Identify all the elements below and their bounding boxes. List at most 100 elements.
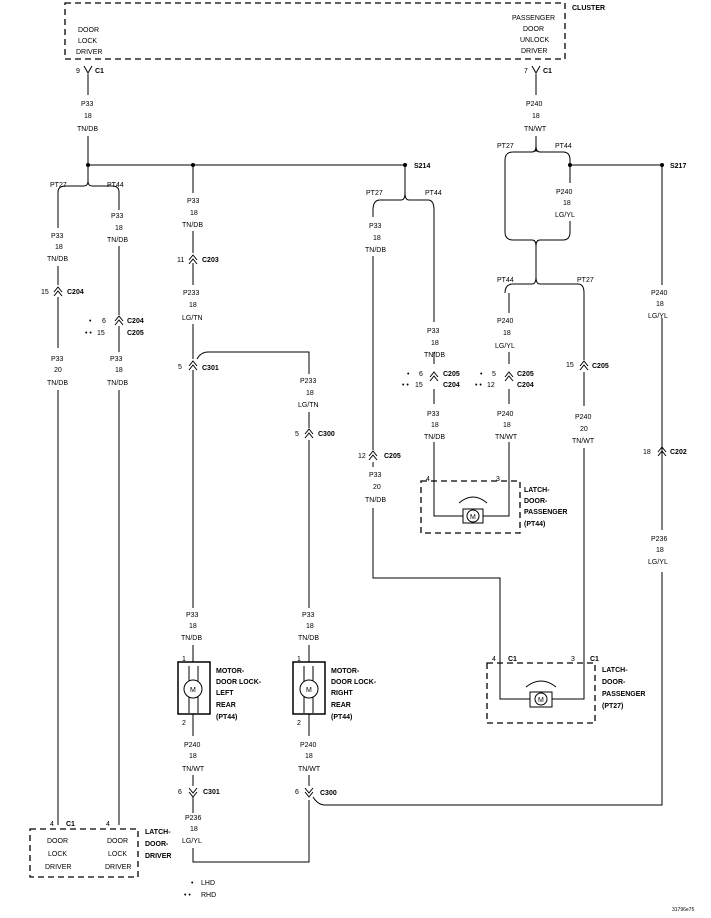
pin-label: 4	[106, 821, 110, 828]
connector-label: C1	[95, 68, 104, 75]
lhd-marker: •	[407, 371, 410, 378]
wire-color: TN/DB	[47, 256, 68, 263]
cluster-passenger-text: PASSENGER	[512, 15, 555, 22]
pin-label: 12	[358, 453, 366, 460]
variant-label: PT27	[497, 143, 514, 150]
connector-label: C1	[66, 821, 75, 828]
variant-label: PT27	[366, 190, 383, 197]
motor-door-lock-left-rear: M 1 2 MOTOR- DOOR LOCK- LEFT REAR (PT44)	[177, 656, 262, 727]
variant-label: PT44	[497, 277, 514, 284]
wire-color: TN/DB	[107, 380, 128, 387]
wire-gauge: 18	[189, 753, 197, 760]
cluster-driver-text: DRIVER	[76, 49, 102, 56]
variant-label: PT44	[555, 143, 572, 150]
connector-symbol	[504, 371, 514, 382]
rhd-marker: • •	[475, 382, 482, 389]
wire-code: P240	[575, 414, 591, 421]
pin-label: 6	[419, 371, 423, 378]
wire-p233-crossover	[196, 351, 310, 374]
wire-gauge: 20	[373, 484, 381, 491]
latch-text: DOOR	[107, 838, 128, 845]
pin-label: 7	[524, 68, 528, 75]
pin-label: 4	[50, 821, 54, 828]
connector-label: C204	[127, 318, 144, 325]
connector-label: C301	[203, 789, 220, 796]
motor-name-text: REAR	[216, 702, 236, 709]
motor-name-text: (PT44)	[216, 714, 237, 721]
wire-color: TN/DB	[365, 247, 386, 254]
wire-code: P236	[651, 536, 667, 543]
motor-name-text: LEFT	[216, 690, 234, 697]
cluster-label: CLUSTER	[572, 5, 605, 12]
pin-label: 1	[297, 656, 301, 663]
wire-label-p240-cluster: P240 18 TN/WT	[524, 101, 547, 133]
wire-p236-return	[312, 318, 663, 806]
wire-code: P33	[186, 612, 199, 619]
splice-label-s214: S214	[414, 163, 430, 170]
motor-name-text: RIGHT	[331, 690, 354, 697]
motor-symbol: M	[190, 687, 196, 694]
connector-label: C1	[543, 68, 552, 75]
latch-text: DRIVER	[105, 864, 131, 871]
wire-gauge: 18	[306, 390, 314, 397]
variant-brace	[504, 276, 585, 294]
wire-color: TN/DB	[77, 126, 98, 133]
wire-color: TN/DB	[181, 635, 202, 642]
pin-label: 15	[566, 362, 574, 369]
figure-id: 31796e75	[672, 907, 694, 913]
wire-color: TN/WT	[182, 766, 205, 773]
connector-symbol	[429, 371, 439, 382]
wire-gauge: 18	[55, 244, 63, 251]
latch-name-text: DRIVER	[145, 853, 171, 860]
wire-gauge: 18	[115, 367, 123, 374]
connector-label: C300	[320, 790, 337, 797]
wire-code: P33	[427, 328, 440, 335]
legend-rhd: RHD	[201, 892, 216, 899]
cluster-passenger-text: UNLOCK	[520, 37, 550, 44]
wire-color: LG/YL	[648, 313, 668, 320]
wire-code: P240	[651, 290, 667, 297]
wire-code: P240	[497, 411, 513, 418]
latch-door-passenger-pt27: 4 C1 3 C1 M LATCH- DOOR- PASSENGER (PT27…	[486, 655, 645, 724]
motor-symbol: M	[538, 697, 544, 704]
pin-label: 5	[295, 431, 299, 438]
cluster-passenger-text: DRIVER	[521, 48, 547, 55]
motor-symbol: M	[470, 514, 476, 521]
connector-label: C204	[443, 382, 460, 389]
variant-brace	[504, 145, 571, 161]
connector-label: C205	[443, 371, 460, 378]
wire-color: LG/TN	[182, 315, 203, 322]
pin-label: 18	[643, 449, 651, 456]
wire-code: P33	[110, 356, 123, 363]
connector-label: C203	[202, 257, 219, 264]
pin-label: 9	[76, 68, 80, 75]
wire-gauge: 18	[656, 547, 664, 554]
wire-gauge: 18	[656, 301, 664, 308]
legend-mark: • •	[184, 892, 191, 899]
wire-gauge: 18	[305, 753, 313, 760]
latch-name-text: DOOR-	[602, 679, 626, 686]
pin-label: 11	[177, 257, 184, 264]
wire-gauge: 18	[503, 330, 511, 337]
connector-label: C205	[517, 371, 534, 378]
connector-label: C202	[670, 449, 687, 456]
latch-text: DRIVER	[45, 864, 71, 871]
wire-color: TN/DB	[182, 222, 203, 229]
lhd-marker: •	[480, 371, 483, 378]
pin-label: 15	[41, 289, 49, 296]
connector-symbol	[579, 360, 589, 371]
pin-label: 5	[492, 371, 496, 378]
wire-code: P33	[51, 233, 64, 240]
wire-color: TN/WT	[572, 438, 595, 445]
wire-gauge: 18	[532, 113, 540, 120]
latch-name-text: DOOR-	[524, 498, 548, 505]
legend-lhd: LHD	[201, 880, 215, 887]
connector-label: C204	[517, 382, 534, 389]
connector-symbol	[657, 446, 667, 457]
pin-label: 2	[182, 720, 186, 727]
wire-code: P33	[187, 198, 200, 205]
latch-text: LOCK	[108, 851, 127, 858]
pin-label: 6	[178, 789, 182, 796]
pin-label: 6	[295, 789, 299, 796]
motor-name-text: REAR	[331, 702, 351, 709]
